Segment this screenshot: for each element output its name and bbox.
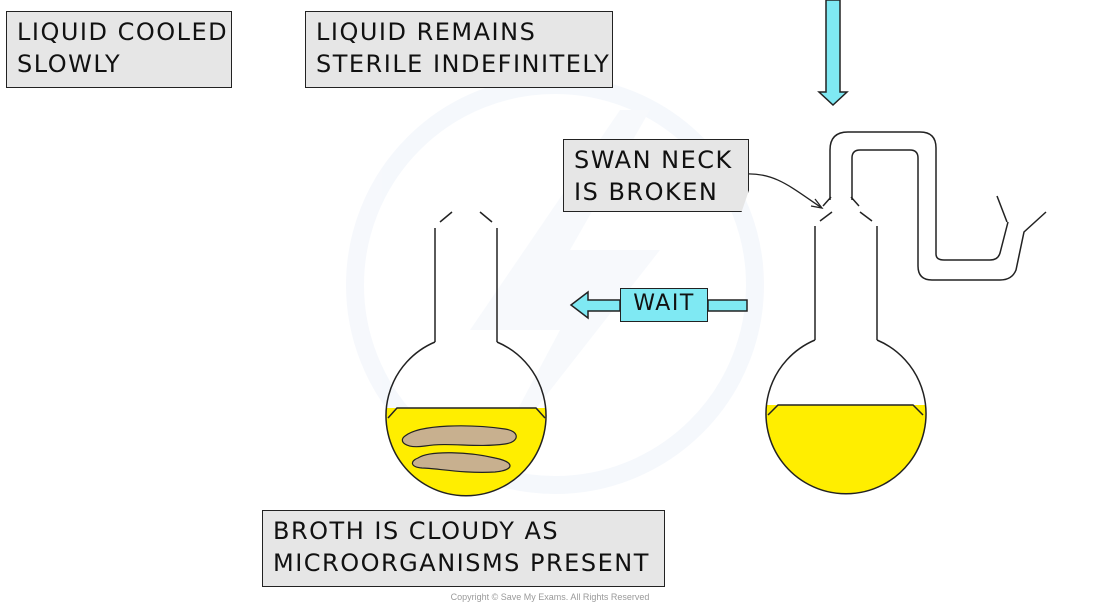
label-broth-cloudy: BROTH IS CLOUDY AS MICROORGANISMS PRESEN… bbox=[262, 510, 665, 587]
label-line: STERILE INDEFINITELY bbox=[316, 50, 611, 78]
copyright-notice: Copyright © Save My Exams. All Rights Re… bbox=[450, 592, 650, 602]
label-line: SWAN NECK bbox=[574, 146, 733, 174]
label-line: BROTH IS CLOUDY AS bbox=[273, 517, 560, 545]
wait-label: WAIT bbox=[620, 288, 708, 322]
label-liquid-sterile: LIQUID REMAINS STERILE INDEFINITELY bbox=[305, 11, 613, 88]
right-flask bbox=[765, 131, 1047, 495]
label-line: IS BROKEN bbox=[574, 178, 719, 206]
microbe-clumps bbox=[401, 425, 517, 473]
label-line: LIQUID REMAINS bbox=[316, 18, 537, 46]
label-swan-neck-broken: SWAN NECK IS BROKEN bbox=[563, 139, 749, 212]
label-line: MICROORGANISMS PRESENT bbox=[273, 549, 650, 577]
down-arrow-icon bbox=[817, 0, 849, 107]
label-line: LIQUID COOLED bbox=[17, 18, 229, 46]
label-liquid-cooled: LIQUID COOLED SLOWLY bbox=[6, 11, 232, 88]
swan-neck-pointer bbox=[737, 170, 824, 209]
label-line: SLOWLY bbox=[17, 50, 122, 78]
